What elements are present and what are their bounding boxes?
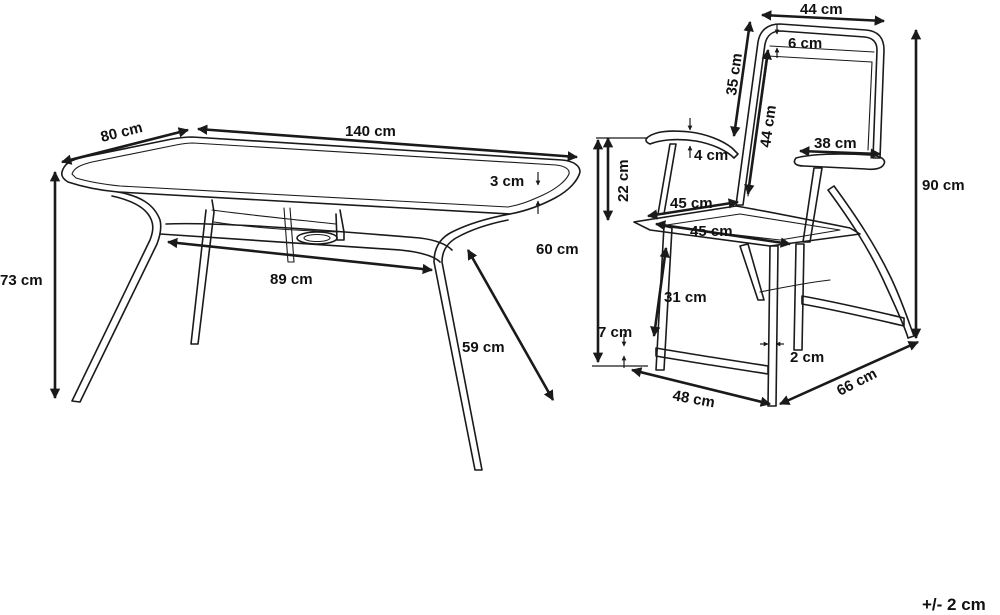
chair-base-cross [759, 279, 831, 293]
table-labels: 80 cm 140 cm 73 cm 3 cm 89 cm 59 cm [0, 119, 524, 356]
dim-38cm-line [798, 146, 882, 159]
label-table-height: 73 cm [0, 272, 43, 289]
label-chair-back-top: 6 cm [788, 35, 822, 52]
label-chair-armrest-length: 38 cm [814, 135, 857, 152]
tolerance-note: +/- 2 cm [922, 595, 986, 614]
dim-35cm-line [730, 20, 754, 138]
table-umbrella-ring-inner [303, 233, 331, 243]
table-umbrella-ring [296, 231, 338, 245]
label-chair-seat-height: 60 cm [536, 241, 579, 258]
dim-89cm-line [166, 237, 434, 275]
label-chair-tube: 2 cm [790, 349, 824, 366]
label-chair-seat-depth-b: 45 cm [690, 223, 733, 240]
table-stretcher-side [211, 209, 339, 233]
label-chair-foot: 7 cm [598, 324, 632, 341]
table-leg-front-left [71, 191, 162, 403]
table-leg-back-left [190, 199, 215, 345]
label-chair-seat-depth-a: 45 cm [670, 195, 713, 212]
label-chair-armrest-height: 22 cm [615, 159, 632, 202]
dim-48cm-line [630, 367, 772, 407]
dim-45cm-b-line [654, 220, 792, 248]
chair-base-front-rail [655, 347, 769, 375]
dim-66cm-line [779, 340, 919, 406]
label-table-top-thickness: 3 cm [490, 173, 524, 190]
chair-armrest-left [645, 130, 739, 159]
dim-31cm-line [650, 246, 670, 338]
chair-base-side-rail [801, 295, 905, 327]
chair-seat [633, 205, 861, 247]
table-leg-back-right [335, 209, 345, 241]
label-table-length: 140 cm [345, 123, 396, 140]
chair-drawing [633, 23, 915, 407]
label-chair-back-height: 44 cm [757, 104, 780, 148]
dim-140cm-line [196, 124, 579, 162]
table-stretcher-back [165, 222, 453, 251]
chair-dimension-lines [592, 10, 922, 407]
label-chair-back-width: 44 cm [800, 1, 843, 18]
chair-labels: 44 cm 6 cm 35 cm 44 cm 90 cm 4 cm 38 cm … [536, 1, 965, 411]
label-chair-base-width: 48 cm [671, 387, 716, 411]
dim-59cm-line [466, 249, 555, 401]
chair-leg-front-right [767, 245, 779, 407]
dim-45cm-a-line [646, 198, 740, 220]
label-table-leg: 59 cm [462, 339, 505, 356]
label-table-inner-frame: 89 cm [270, 271, 313, 288]
dim-44cm-width-line [760, 10, 886, 26]
table-leg-front-right [433, 213, 511, 471]
label-chair-back-lower: 35 cm [723, 52, 746, 96]
chair-leg-rear-right [827, 185, 915, 339]
chair-arm-support-right [802, 167, 823, 243]
label-chair-total-height: 90 cm [922, 177, 965, 194]
label-chair-armrest-thickness: 4 cm [694, 147, 728, 164]
table-dimension-lines [49, 124, 579, 401]
chair-armrest-right [793, 153, 886, 171]
dim-44cm-back-line [744, 48, 772, 196]
dim-80cm-line [60, 127, 190, 165]
label-chair-leg-height: 31 cm [664, 289, 707, 306]
